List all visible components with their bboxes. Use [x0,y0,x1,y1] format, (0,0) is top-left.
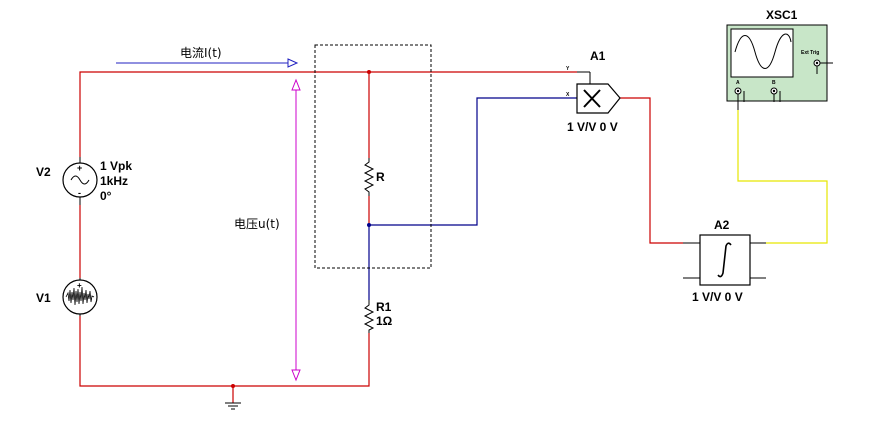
v1-name: V1 [36,291,51,305]
a1-name: A1 [590,49,606,63]
current-label: 电流I(t) [180,46,222,60]
v2-frequency: 1kHz [100,174,128,188]
measurement-box [314,44,432,269]
resistor-r-symbol [363,158,375,196]
xsc-name: XSC1 [766,8,798,22]
junction-top [367,70,371,74]
sine-wave-icon [70,175,90,185]
oscilloscope-xsc1 [726,24,833,110]
r1-value: 1Ω [376,314,393,328]
integral-icon [717,242,732,278]
r1-name: R1 [376,300,392,314]
wire-a1-a2 [620,97,683,244]
voltage-arrow [291,78,301,382]
resistor-r1-symbol [363,300,375,333]
svg-text:+: + [77,281,82,290]
ground-symbol [225,402,241,410]
xsc-channel-b: B [772,80,776,86]
scope-wave-icon [734,33,792,69]
noise-wave-icon [65,286,95,306]
xsc-channel-a: A [736,80,740,86]
v2-name: V2 [36,165,51,179]
wire-scope [737,110,828,244]
svg-text:+: + [77,163,82,173]
r-name: R [376,170,385,184]
v1-noise-source: + [62,278,98,316]
svg-text:-: - [78,188,81,198]
v2-ac-source: + - [62,157,98,205]
a2-param: 1 V/V 0 V [692,290,743,304]
wires-red [79,71,683,403]
voltage-label: 电压u(t) [234,217,280,231]
wire-a1-x [369,97,577,226]
junction-mid [367,223,371,227]
integrator-a2 [683,234,766,286]
wires-blue [368,97,577,300]
v2-phase: 0° [100,189,112,203]
a1-x-input-label: X [566,92,570,98]
v2-amplitude: 1 Vpk [100,159,132,173]
xsc-ext-trig: Ext Trig [801,50,819,56]
a2-name: A2 [714,218,730,232]
a1-param: 1 V/V 0 V [567,120,618,134]
scope-screen [730,28,794,78]
junction-bottom [231,384,235,388]
current-arrow [116,58,299,68]
a1-y-input-label: Y [566,66,570,72]
wire-bottom [79,316,370,387]
multiplier-a1 [576,71,621,114]
wire-top-left [79,71,577,157]
